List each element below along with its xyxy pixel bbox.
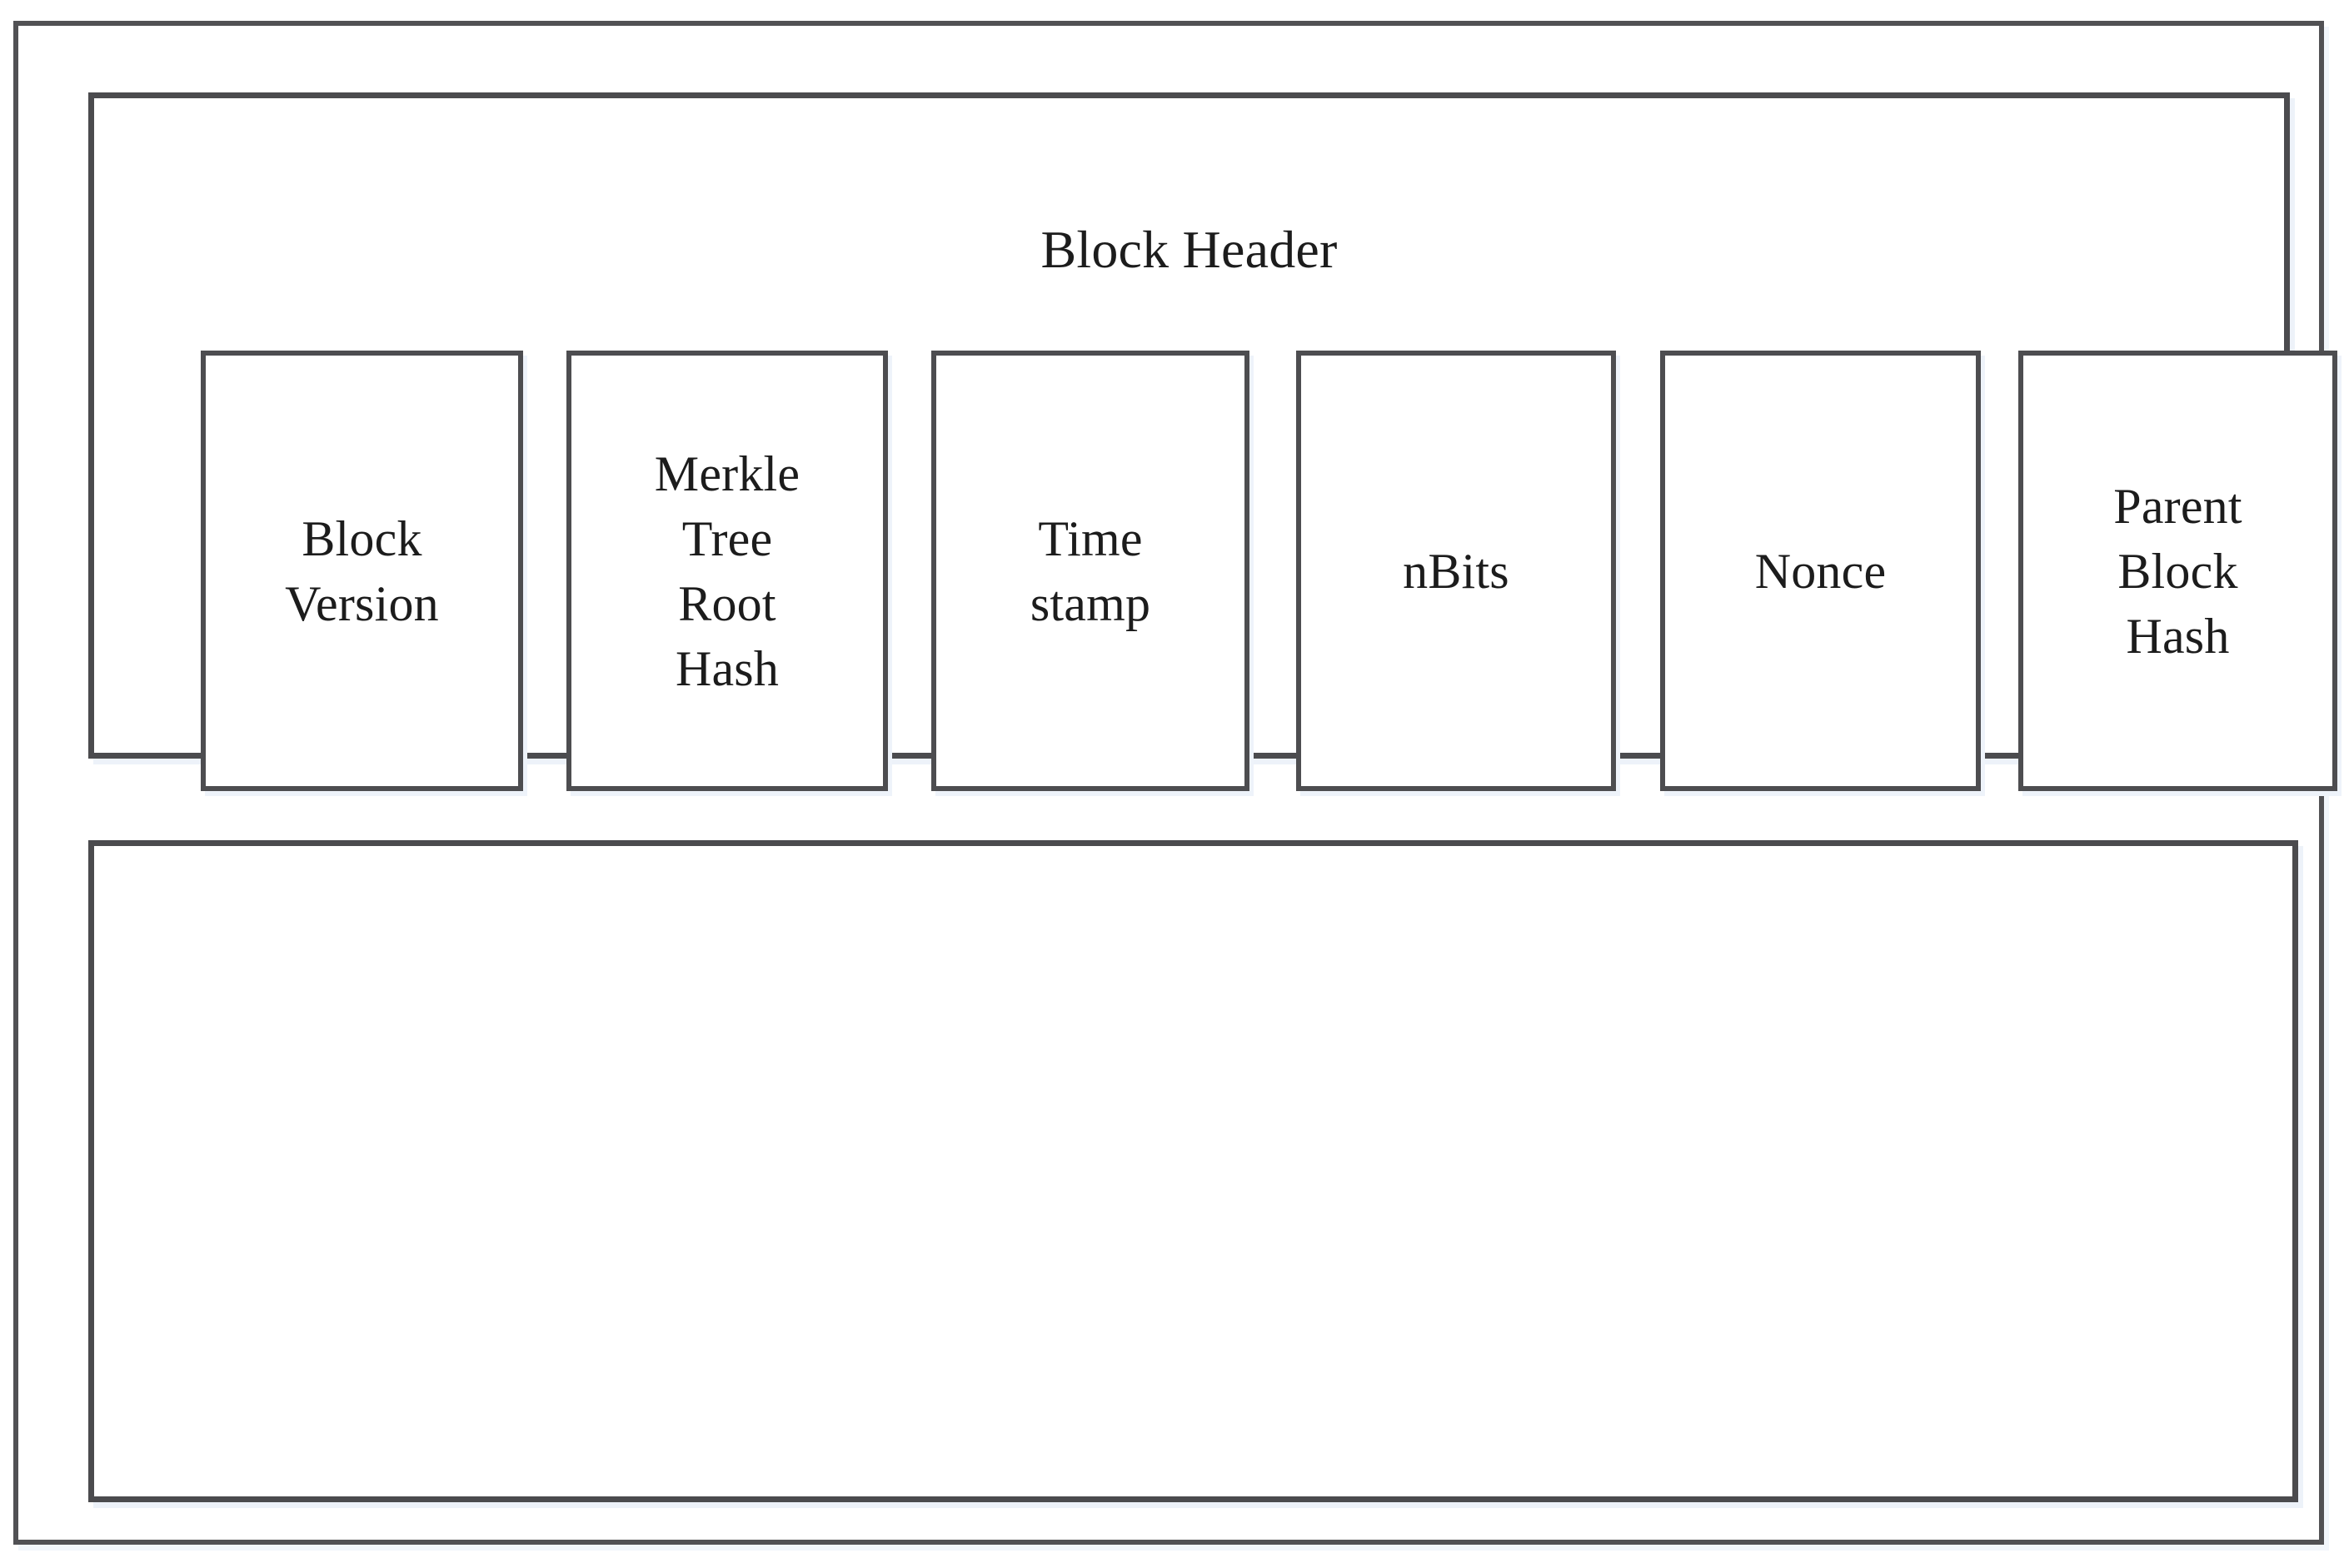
block-header-title: Block Header <box>1040 220 1338 279</box>
header-field-nbits: nBits <box>1296 351 1616 791</box>
block-body-container: Transaction Counter TX TX TX TX TX TX <box>88 840 2298 1502</box>
header-field-label: nBits <box>1403 543 1509 599</box>
header-field-label: Nonce <box>1754 543 1887 599</box>
header-field-nonce: Nonce <box>1660 351 1981 791</box>
